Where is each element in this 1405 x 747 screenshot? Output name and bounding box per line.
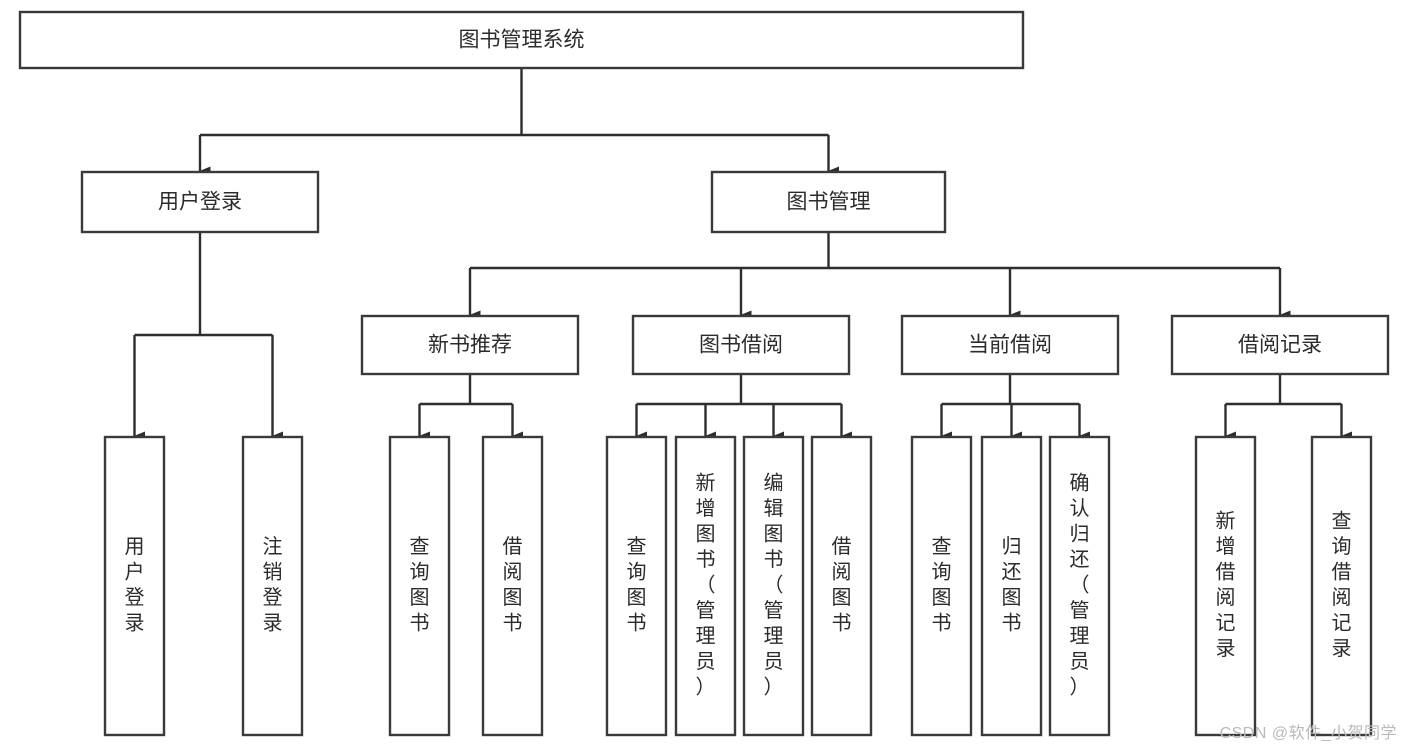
node-box-借阅图书[interactable] <box>481 435 544 737</box>
node-label-查询图书: 查询图书 <box>932 535 952 635</box>
node-box-用户登录[interactable] <box>80 170 320 234</box>
node-label-归还图书: 归还图书 <box>1002 535 1022 635</box>
node-查询图书[interactable]: 查询图书 <box>388 435 451 737</box>
node-box-新增图书管理员[interactable] <box>674 435 737 737</box>
node-box-查询图书[interactable] <box>388 435 451 737</box>
node-box-借阅记录[interactable] <box>1170 314 1390 376</box>
node-查询图书[interactable]: 查询图书 <box>605 435 668 737</box>
node-查询借阅记录[interactable]: 查询借阅记录 <box>1310 435 1373 737</box>
node-box-当前借阅[interactable] <box>900 314 1120 376</box>
node-box-查询图书[interactable] <box>605 435 668 737</box>
node-label-当前借阅: 当前借阅 <box>968 334 1052 357</box>
node-label-查询借阅记录: 查询借阅记录 <box>1332 510 1352 661</box>
node-box-新增借阅记录[interactable] <box>1194 435 1257 737</box>
node-借阅图书[interactable]: 借阅图书 <box>481 435 544 737</box>
node-box-编辑图书管理员[interactable] <box>742 435 805 737</box>
node-box-图书管理[interactable] <box>710 170 947 234</box>
node-box-图书管理系统[interactable] <box>18 10 1025 70</box>
node-借阅图书[interactable]: 借阅图书 <box>810 435 873 737</box>
node-box-确认归还管理员[interactable] <box>1048 435 1111 737</box>
node-借阅记录[interactable]: 借阅记录 <box>1170 314 1390 376</box>
node-新书推荐[interactable]: 新书推荐 <box>360 314 580 376</box>
node-box-图书借阅[interactable] <box>631 314 851 376</box>
node-图书管理[interactable]: 图书管理 <box>710 170 947 234</box>
node-图书借阅[interactable]: 图书借阅 <box>631 314 851 376</box>
node-label-图书管理系统: 图书管理系统 <box>459 29 585 52</box>
node-新增借阅记录[interactable]: 新增借阅记录 <box>1194 435 1257 737</box>
node-label-查询图书: 查询图书 <box>410 535 430 635</box>
node-查询图书[interactable]: 查询图书 <box>910 435 973 737</box>
node-box-查询借阅记录[interactable] <box>1310 435 1373 737</box>
connector-layer <box>133 68 1352 441</box>
node-label-查询图书: 查询图书 <box>627 535 647 635</box>
node-label-借阅图书: 借阅图书 <box>503 535 523 635</box>
node-box-注销登录[interactable] <box>241 435 304 737</box>
node-图书管理系统[interactable]: 图书管理系统 <box>18 10 1025 70</box>
node-确认归还管理员[interactable]: 确认归还（管理员） <box>1048 435 1111 737</box>
node-归还图书[interactable]: 归还图书 <box>980 435 1043 737</box>
node-label-图书借阅: 图书借阅 <box>699 334 783 357</box>
node-当前借阅[interactable]: 当前借阅 <box>900 314 1120 376</box>
node-label-借阅图书: 借阅图书 <box>832 535 852 635</box>
node-label-用户登录: 用户登录 <box>158 191 242 214</box>
node-label-新增图书管理员: 新增图书（管理员） <box>696 471 716 698</box>
node-用户登录[interactable]: 用户登录 <box>103 435 166 737</box>
node-注销登录[interactable]: 注销登录 <box>241 435 304 737</box>
node-label-新增借阅记录: 新增借阅记录 <box>1216 510 1236 661</box>
node-box-借阅图书[interactable] <box>810 435 873 737</box>
node-label-图书管理: 图书管理 <box>787 191 871 214</box>
node-box-用户登录[interactable] <box>103 435 166 737</box>
node-新增图书管理员[interactable]: 新增图书（管理员） <box>674 435 737 737</box>
node-label-确认归还管理员: 确认归还（管理员） <box>1070 471 1090 698</box>
node-label-用户登录: 用户登录 <box>125 536 145 635</box>
node-box-归还图书[interactable] <box>980 435 1043 737</box>
csdn-watermark: CSDN @软件_小贺同学 <box>1219 725 1397 742</box>
node-label-新书推荐: 新书推荐 <box>428 334 512 357</box>
node-label-编辑图书管理员: 编辑图书（管理员） <box>764 471 784 698</box>
node-label-注销登录: 注销登录 <box>263 535 283 635</box>
node-用户登录[interactable]: 用户登录 <box>80 170 320 234</box>
node-编辑图书管理员[interactable]: 编辑图书（管理员） <box>742 435 805 737</box>
node-label-借阅记录: 借阅记录 <box>1238 334 1322 357</box>
node-box-查询图书[interactable] <box>910 435 973 737</box>
node-layer: 图书管理系统用户登录用户登录注销登录图书管理新书推荐查询图书借阅图书图书借阅查询… <box>18 10 1390 737</box>
node-box-新书推荐[interactable] <box>360 314 580 376</box>
